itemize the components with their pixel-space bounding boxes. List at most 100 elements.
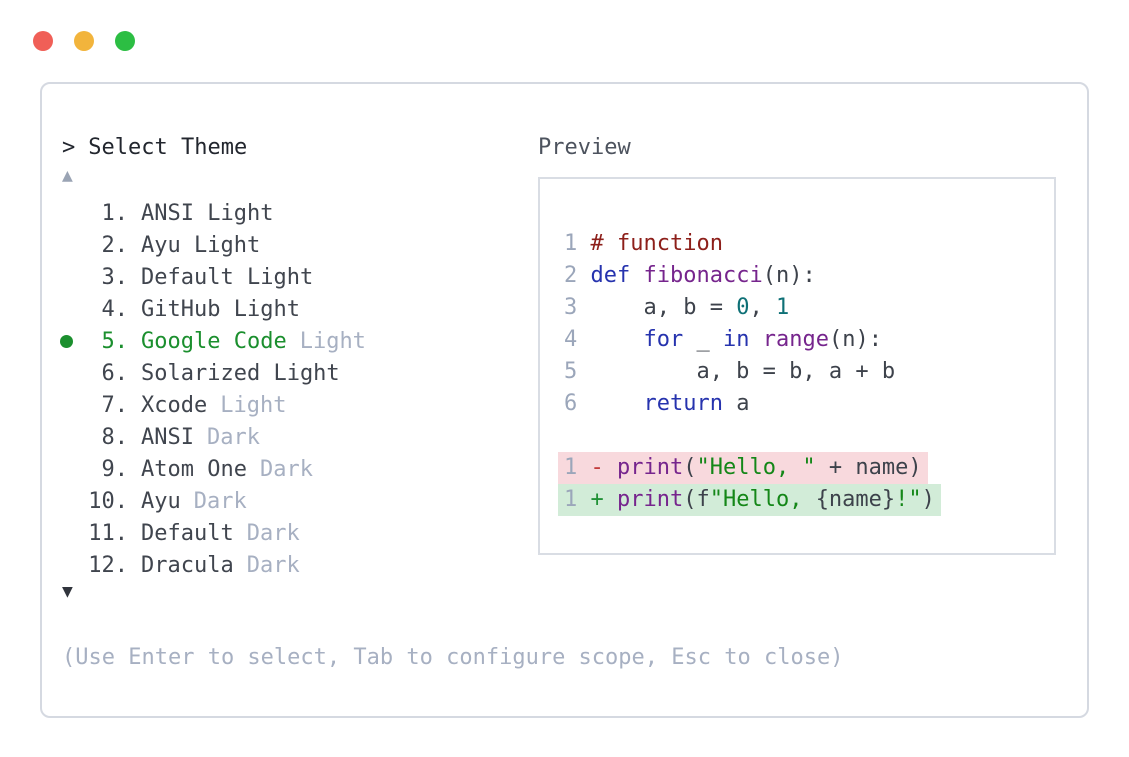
code-token: -: [590, 455, 617, 480]
code-token: def: [590, 263, 631, 288]
code-token: in: [722, 327, 750, 352]
theme-item-suffix: Light: [220, 393, 287, 418]
code-token: for: [643, 327, 684, 352]
theme-item-name: Ayu: [141, 489, 181, 514]
theme-item[interactable]: 4. GitHub Light: [42, 294, 512, 326]
theme-item[interactable]: 6.Solarized Light: [42, 358, 512, 390]
line-number: 5: [564, 359, 578, 384]
code-line: 4 for _ in range(n):: [564, 324, 1054, 356]
code-token: 0: [736, 295, 750, 320]
code-token: + name): [815, 455, 922, 480]
theme-item-number: 3.: [101, 265, 129, 290]
bullet-slot: [56, 198, 78, 230]
line-content: 3 a, b = 0, 1: [564, 292, 789, 324]
bullet-slot: [56, 294, 78, 326]
keyboard-hint: (Use Enter to select, Tab to configure s…: [62, 645, 844, 670]
close-button[interactable]: [33, 31, 53, 51]
theme-item-number: 1.: [101, 201, 129, 226]
bullet-slot: [56, 390, 78, 422]
window-controls: [33, 31, 135, 51]
code-line: 5 a, b = b, a + b: [564, 356, 1054, 388]
theme-item[interactable]: 2. Ayu Light: [42, 230, 512, 262]
theme-item-number: 2.: [101, 233, 129, 258]
theme-item-number: 11.: [88, 521, 128, 546]
theme-item-number: 5.: [101, 329, 129, 354]
code-token: "Hello, ": [696, 455, 816, 480]
scroll-down-icon[interactable]: ▼: [62, 581, 73, 602]
code-token: [630, 263, 643, 288]
theme-item-name: Default Light: [141, 265, 314, 290]
prompt-row: > Select Theme: [62, 132, 247, 164]
bullet-slot: [56, 486, 78, 518]
code-token: +: [590, 487, 617, 512]
theme-item-name: GitHub Light: [141, 297, 300, 322]
theme-item-name: Atom One: [141, 457, 247, 482]
theme-item-suffix: Dark: [259, 457, 313, 482]
scroll-up-icon[interactable]: ▲: [62, 165, 73, 186]
prompt-caret: >: [62, 135, 76, 160]
line-content: 1# function: [564, 228, 723, 260]
panel-title: Select Theme: [88, 135, 248, 160]
code-line: 1# function: [564, 228, 1054, 260]
bullet-slot: [56, 518, 78, 550]
code-token: (: [683, 455, 697, 480]
preview-label: Preview: [538, 135, 631, 160]
theme-item[interactable]: 3. Default Light: [42, 262, 512, 294]
code-token: return: [643, 391, 723, 416]
code-token: "Hello,: [709, 487, 816, 512]
code-token: _: [683, 327, 723, 352]
theme-item-suffix: Dark: [246, 521, 300, 546]
theme-item-suffix: Dark: [206, 425, 260, 450]
line-number: 1: [564, 487, 578, 512]
code-line: 3 a, b = 0, 1: [564, 292, 1054, 324]
bullet-slot: [56, 230, 78, 262]
code-token: [590, 391, 643, 416]
line-number: 3: [564, 295, 578, 320]
theme-item-name: Solarized Light: [141, 361, 340, 386]
bullet-slot: [56, 422, 78, 454]
theme-item-suffix: Dark: [246, 553, 300, 578]
theme-item-name: Google Code: [141, 329, 287, 354]
bullet-slot: [56, 358, 78, 390]
theme-item[interactable]: 9. Atom One Dark: [42, 454, 512, 486]
theme-item-name: ANSI: [141, 425, 194, 450]
zoom-button[interactable]: [115, 31, 135, 51]
code-token: ): [921, 487, 935, 512]
theme-item[interactable]: 1.ANSI Light: [42, 198, 512, 230]
line-number: 6: [564, 391, 578, 416]
code-token: (n):: [828, 327, 882, 352]
code-token: range: [762, 327, 829, 352]
code-token: [749, 327, 762, 352]
code-token: [590, 327, 643, 352]
code-token: (n):: [762, 263, 816, 288]
diff-line-highlight: 1- print("Hello, " + name): [558, 452, 928, 484]
theme-item-number: 9.: [101, 457, 129, 482]
theme-item-number: 7.: [101, 393, 129, 418]
line-content: 4 for _ in range(n):: [564, 324, 882, 356]
bullet-slot: [56, 262, 78, 294]
theme-item-name: Ayu Light: [141, 233, 261, 258]
code-token: print: [616, 487, 684, 512]
theme-item-name: Dracula: [141, 553, 234, 578]
theme-item[interactable]: 7. Xcode Light: [42, 390, 512, 422]
minimize-button[interactable]: [74, 31, 94, 51]
diff-line: 1- print("Hello, " + name): [558, 452, 1054, 484]
theme-item-name: Xcode: [141, 393, 208, 418]
bullet-slot: [56, 454, 78, 486]
code-token: 1: [775, 295, 790, 320]
theme-item-number: 4.: [101, 297, 129, 322]
code-token: ,: [749, 295, 776, 320]
code-token: (f: [683, 487, 710, 512]
diff-line: 1+ print(f"Hello, {name}!"): [558, 484, 1054, 516]
code-token: fibonacci: [643, 263, 763, 288]
code-line: [564, 420, 1054, 452]
